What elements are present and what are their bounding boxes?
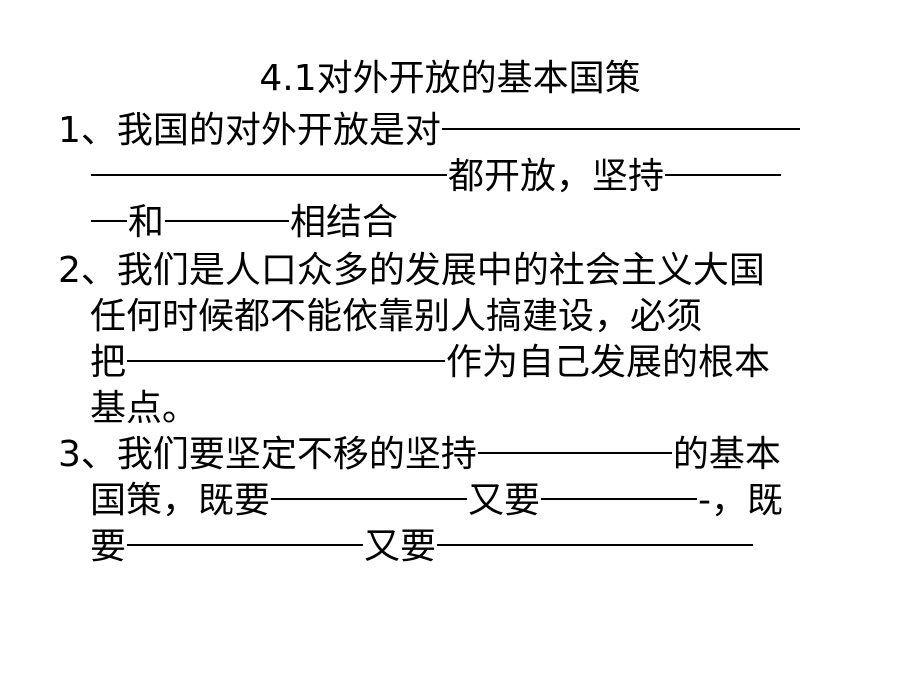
question-2-text-1: 2、我们是人口众多的发展中的社会主义大国 xyxy=(58,250,765,291)
question-3-text-5: -，既 xyxy=(698,480,784,521)
fill-blank-1 xyxy=(441,128,800,130)
question-3-text-7: 又要 xyxy=(364,526,437,567)
question-1-text-1: 1、我国的对外开放是对 xyxy=(58,110,441,151)
fill-blank-6 xyxy=(127,360,446,362)
question-1-line-3: 和 相结合 xyxy=(90,200,398,246)
fill-blank-9 xyxy=(541,498,698,500)
question-2-line-3: 把 作为自己发展的根本 xyxy=(90,340,770,386)
fill-blank-8 xyxy=(271,498,468,500)
fill-blank-4 xyxy=(91,220,127,222)
question-3-text-1: 3、我们要坚定不移的坚持 xyxy=(58,434,477,475)
question-3-text-2: 的基本 xyxy=(672,434,781,475)
fill-blank-5 xyxy=(165,220,290,222)
question-3-line-1: 3、我们要坚定不移的坚持 的基本 xyxy=(58,432,781,478)
question-1-text-2: 都开放，坚持 xyxy=(448,156,665,197)
question-3-line-2: 国策，既要 又要 -，既 xyxy=(90,478,783,524)
question-3-line-3: 要 又要 xyxy=(90,524,754,570)
fill-blank-3 xyxy=(665,174,782,176)
question-3-text-6: 要 xyxy=(90,526,127,567)
question-3-text-4: 又要 xyxy=(468,480,541,521)
fill-blank-10 xyxy=(127,544,364,546)
question-1-text-4: 相结合 xyxy=(290,202,399,243)
fill-blank-2 xyxy=(91,174,447,176)
question-1-line-1: 1、我国的对外开放是对 xyxy=(58,108,801,154)
slide-title: 4.1对外开放的基本国策 xyxy=(259,58,641,99)
question-2-line-2: 任何时候都不能依靠别人搞建设，必须 xyxy=(90,294,702,340)
question-2-text-4: 作为自己发展的根本 xyxy=(446,342,771,383)
question-2-text-5: 基点。 xyxy=(90,388,199,429)
question-1-line-2: 都开放，坚持 xyxy=(90,154,782,200)
fill-blank-7 xyxy=(477,452,672,454)
question-2-text-2: 任何时候都不能依靠别人搞建设，必须 xyxy=(90,296,703,337)
question-2-text-3: 把 xyxy=(90,342,127,383)
question-2-line-1: 2、我们是人口众多的发展中的社会主义大国 xyxy=(58,248,765,294)
question-3-text-3: 国策，既要 xyxy=(90,480,271,521)
question-1-text-3: 和 xyxy=(128,202,165,243)
question-2-line-4: 基点。 xyxy=(90,386,198,432)
fill-blank-11 xyxy=(437,544,754,546)
